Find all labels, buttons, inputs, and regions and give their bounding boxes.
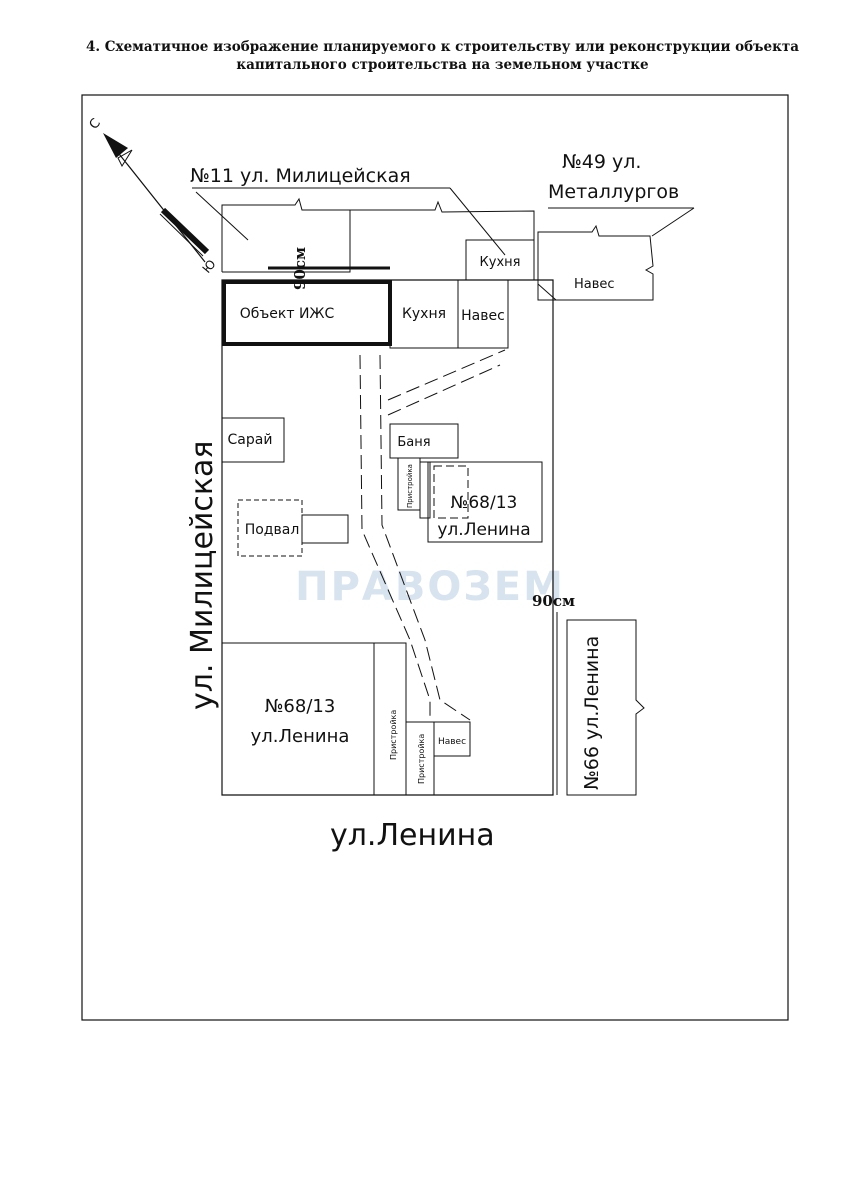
house-upper-dashed bbox=[433, 465, 469, 519]
neighbor-66-label: №66 ул.Ленина bbox=[581, 636, 603, 790]
neighbor-lot-49 bbox=[537, 207, 695, 301]
shed-label: Сарай bbox=[228, 432, 273, 448]
house-lower bbox=[221, 642, 375, 796]
dashed-path bbox=[359, 349, 506, 721]
bathhouse-label: Баня bbox=[397, 435, 430, 450]
drawing-frame bbox=[81, 94, 789, 1021]
house-upper-label-line2: ул.Ленина bbox=[437, 520, 530, 540]
neighbor-lot-66 bbox=[566, 619, 645, 796]
page-title: 4. Схематичное изображение планируемого … bbox=[60, 38, 825, 74]
annex-small-1-step bbox=[419, 461, 431, 519]
annex-small-1-label: Пристройка bbox=[406, 464, 414, 508]
house-upper-label-line1: №68/13 bbox=[451, 493, 518, 513]
neighbor-lot-11 bbox=[192, 187, 535, 273]
title-line-2: капитального строительства на земельном … bbox=[236, 57, 649, 73]
compass-south-label: Ю bbox=[200, 257, 219, 276]
canopy-main-label: Навес bbox=[461, 308, 505, 324]
house-lower-label-line2: ул.Ленина bbox=[251, 726, 350, 747]
cellar-entrance bbox=[301, 514, 349, 544]
annex-lower-2 bbox=[405, 721, 435, 796]
cellar-label: Подвал bbox=[245, 522, 300, 538]
annex-lower-1 bbox=[373, 642, 407, 796]
house-upper bbox=[427, 461, 543, 543]
neighbor-49-label-line2: Металлургов bbox=[548, 181, 679, 203]
object-izhs-label: Объект ИЖС bbox=[240, 306, 335, 322]
compass-north-label: С bbox=[87, 116, 104, 133]
title-line-1: 4. Схематичное изображение планируемого … bbox=[85, 39, 799, 55]
setback-north-label: 90см bbox=[291, 247, 309, 290]
setback-east-label: 90см bbox=[532, 592, 575, 610]
watermark: ПРАВОЗЕМ bbox=[295, 564, 565, 610]
house-lower-label-line1: №68/13 bbox=[265, 696, 336, 717]
street-lenina-label: ул.Ленина bbox=[330, 818, 495, 853]
kitchen-north-label: Кухня bbox=[480, 255, 521, 270]
annex-lower-1-label: Пристройка bbox=[389, 710, 398, 760]
street-militseyskaya-label: ул. Милицейская bbox=[185, 441, 220, 710]
canopy-lower-label: Навес bbox=[438, 737, 466, 747]
canopy-north-label: Навес bbox=[574, 277, 615, 292]
canopy-main bbox=[457, 279, 509, 349]
neighbor-11-label: №11 ул. Милицейская bbox=[190, 165, 411, 187]
annex-lower-2-label: Пристройка bbox=[417, 734, 426, 784]
bathhouse bbox=[389, 423, 459, 459]
neighbor-49-label-line1: №49 ул. bbox=[562, 151, 641, 173]
kitchen-main-label: Кухня bbox=[402, 306, 446, 322]
canopy-lower bbox=[433, 721, 471, 757]
compass-icon bbox=[103, 133, 210, 263]
shed bbox=[221, 417, 285, 463]
